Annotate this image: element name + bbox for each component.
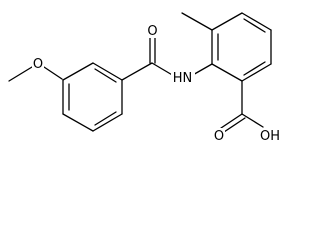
bond-o-ring1 (43, 66, 63, 80)
structure-diagram: O O HN O OH (8, 12, 282, 144)
bond-methyl-o (8, 66, 33, 82)
bond-ringA-5 (62, 113, 94, 132)
bond-acid-c-o-2 (223, 117, 246, 133)
acid-hydroxyl-label: OH (260, 129, 280, 144)
amide-oxygen-label: O (147, 24, 157, 39)
bond-ringA-2 (92, 62, 123, 81)
bond-acid-c-o-1 (220, 113, 243, 129)
bond-ringB-1 (211, 63, 243, 82)
bond-carbonyl-n (151, 62, 175, 77)
bond-ringB-methyl (181, 12, 213, 31)
bond-ringA-carbonyl (121, 62, 153, 81)
bond-ringA-double-1 (94, 68, 117, 83)
bond-ringA-1 (62, 62, 94, 81)
bond-ringB-2 (241, 63, 272, 82)
acid-oxygen-label: O (214, 129, 224, 144)
bond-ringB-5 (211, 12, 243, 31)
methoxy-oxygen-label: O (33, 57, 43, 72)
bond-acid-c-oh (241, 113, 264, 128)
bond-ringA-4 (92, 113, 123, 132)
molecule-drawing: O O HN O OH (8, 12, 282, 144)
bond-ringA-double-2 (94, 111, 117, 126)
bond-ringB-double-3 (243, 18, 266, 33)
bond-ringB-4 (241, 12, 272, 31)
bond-ringB-double-2 (243, 61, 266, 76)
amide-nitrogen-label: HN (173, 71, 193, 86)
